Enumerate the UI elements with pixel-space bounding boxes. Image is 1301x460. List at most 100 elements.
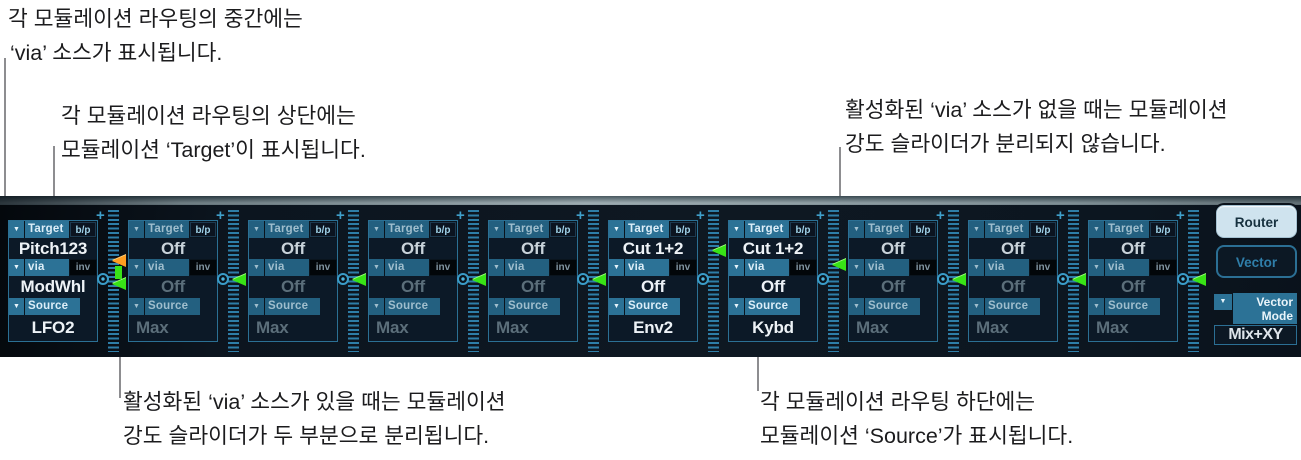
via-disclosure-icon[interactable]: ▼ — [729, 259, 744, 276]
invert-button[interactable]: inv — [70, 260, 96, 275]
slider-split-range-bar[interactable] — [115, 266, 122, 279]
target-value[interactable]: Cut 1+2 — [622, 239, 684, 258]
target-value[interactable]: Off — [521, 239, 545, 258]
intensity-slider-track[interactable] — [708, 210, 719, 352]
source-value[interactable]: Max — [136, 318, 169, 337]
source-value[interactable]: Max — [1096, 318, 1129, 337]
slider-lower-arrow-icon[interactable] — [112, 278, 126, 290]
slider-zero-knob-icon[interactable] — [217, 273, 229, 285]
bypass-button[interactable]: b/p — [310, 222, 336, 237]
via-disclosure-icon[interactable]: ▼ — [489, 259, 504, 276]
invert-button[interactable]: inv — [910, 260, 936, 275]
via-disclosure-icon[interactable]: ▼ — [969, 259, 984, 276]
slider-zero-knob-icon[interactable] — [97, 273, 109, 285]
via-value[interactable]: ModWhl — [20, 277, 86, 296]
invert-button[interactable]: inv — [190, 260, 216, 275]
source-disclosure-icon[interactable]: ▼ — [849, 298, 864, 315]
bypass-button[interactable]: b/p — [1030, 222, 1056, 237]
bypass-button[interactable]: b/p — [430, 222, 456, 237]
source-value[interactable]: Max — [256, 318, 289, 337]
source-disclosure-icon[interactable]: ▼ — [969, 298, 984, 315]
via-disclosure-icon[interactable]: ▼ — [129, 259, 144, 276]
via-value[interactable]: Off — [1121, 277, 1145, 296]
target-disclosure-icon[interactable]: ▼ — [849, 221, 864, 238]
source-disclosure-icon[interactable]: ▼ — [489, 298, 504, 315]
target-value[interactable]: Off — [1001, 239, 1025, 258]
bypass-button[interactable]: b/p — [910, 222, 936, 237]
target-disclosure-icon[interactable]: ▼ — [249, 221, 264, 238]
router-tab-button[interactable]: Router — [1216, 205, 1297, 238]
bypass-button[interactable]: b/p — [790, 222, 816, 237]
bypass-button[interactable]: b/p — [190, 222, 216, 237]
target-value[interactable]: Cut 1+2 — [742, 239, 804, 258]
vector-mode-disclosure-icon[interactable]: ▼ — [1214, 294, 1232, 310]
invert-button[interactable]: inv — [1150, 260, 1176, 275]
target-disclosure-icon[interactable]: ▼ — [129, 221, 144, 238]
source-value[interactable]: Max — [376, 318, 409, 337]
source-value[interactable]: Max — [976, 318, 1009, 337]
source-disclosure-icon[interactable]: ▼ — [1089, 298, 1104, 315]
target-value[interactable]: Off — [401, 239, 425, 258]
slider-zero-knob-icon[interactable] — [577, 273, 589, 285]
via-disclosure-icon[interactable]: ▼ — [369, 259, 384, 276]
source-value[interactable]: Kybd — [752, 318, 794, 337]
slider-zero-knob-icon[interactable] — [1177, 273, 1189, 285]
source-disclosure-icon[interactable]: ▼ — [609, 298, 624, 315]
slider-upper-arrow-icon[interactable] — [112, 255, 126, 267]
via-value[interactable]: Off — [641, 277, 665, 296]
via-value[interactable]: Off — [401, 277, 425, 296]
target-disclosure-icon[interactable]: ▼ — [609, 221, 624, 238]
slider-zero-knob-icon[interactable] — [337, 273, 349, 285]
source-disclosure-icon[interactable]: ▼ — [9, 298, 24, 315]
invert-button[interactable]: inv — [310, 260, 336, 275]
via-disclosure-icon[interactable]: ▼ — [1089, 259, 1104, 276]
via-value[interactable]: Off — [881, 277, 905, 296]
target-value[interactable]: Pitch123 — [18, 239, 88, 258]
bypass-button[interactable]: b/p — [70, 222, 96, 237]
bypass-button[interactable]: b/p — [1150, 222, 1176, 237]
via-disclosure-icon[interactable]: ▼ — [249, 259, 264, 276]
slider-zero-knob-icon[interactable] — [817, 273, 829, 285]
target-value[interactable]: Off — [161, 239, 185, 258]
slider-zero-knob-icon[interactable] — [937, 273, 949, 285]
slider-zero-knob-icon[interactable] — [697, 273, 709, 285]
target-disclosure-icon[interactable]: ▼ — [489, 221, 504, 238]
via-value[interactable]: Off — [521, 277, 545, 296]
source-value[interactable]: LFO2 — [31, 318, 75, 337]
invert-button[interactable]: inv — [550, 260, 576, 275]
bypass-button[interactable]: b/p — [670, 222, 696, 237]
via-value[interactable]: Off — [1001, 277, 1025, 296]
slider-arrow-icon[interactable] — [472, 274, 486, 286]
target-value[interactable]: Off — [1121, 239, 1145, 258]
target-value[interactable]: Off — [881, 239, 905, 258]
target-disclosure-icon[interactable]: ▼ — [969, 221, 984, 238]
invert-button[interactable]: inv — [670, 260, 696, 275]
via-value[interactable]: Off — [281, 277, 305, 296]
invert-button[interactable]: inv — [790, 260, 816, 275]
slider-arrow-icon[interactable] — [352, 274, 366, 286]
invert-button[interactable]: inv — [1030, 260, 1056, 275]
slider-zero-knob-icon[interactable] — [1057, 273, 1069, 285]
source-value[interactable]: Max — [856, 318, 889, 337]
target-value[interactable]: Off — [281, 239, 305, 258]
source-value[interactable]: Env2 — [633, 318, 673, 337]
slider-arrow-icon[interactable] — [712, 245, 726, 257]
target-disclosure-icon[interactable]: ▼ — [1089, 221, 1104, 238]
intensity-slider-track[interactable] — [828, 210, 839, 352]
slider-arrow-icon[interactable] — [952, 274, 966, 286]
slider-arrow-icon[interactable] — [232, 274, 246, 286]
invert-button[interactable]: inv — [430, 260, 456, 275]
target-disclosure-icon[interactable]: ▼ — [9, 221, 24, 238]
via-disclosure-icon[interactable]: ▼ — [849, 259, 864, 276]
target-disclosure-icon[interactable]: ▼ — [369, 221, 384, 238]
source-disclosure-icon[interactable]: ▼ — [729, 298, 744, 315]
bypass-button[interactable]: b/p — [550, 222, 576, 237]
via-disclosure-icon[interactable]: ▼ — [9, 259, 24, 276]
vector-mode-value[interactable]: Mix+XY — [1214, 325, 1297, 345]
source-disclosure-icon[interactable]: ▼ — [369, 298, 384, 315]
via-disclosure-icon[interactable]: ▼ — [609, 259, 624, 276]
slider-arrow-icon[interactable] — [832, 259, 846, 271]
slider-arrow-icon[interactable] — [592, 274, 606, 286]
slider-arrow-icon[interactable] — [1072, 274, 1086, 286]
slider-arrow-icon[interactable] — [1192, 274, 1206, 286]
